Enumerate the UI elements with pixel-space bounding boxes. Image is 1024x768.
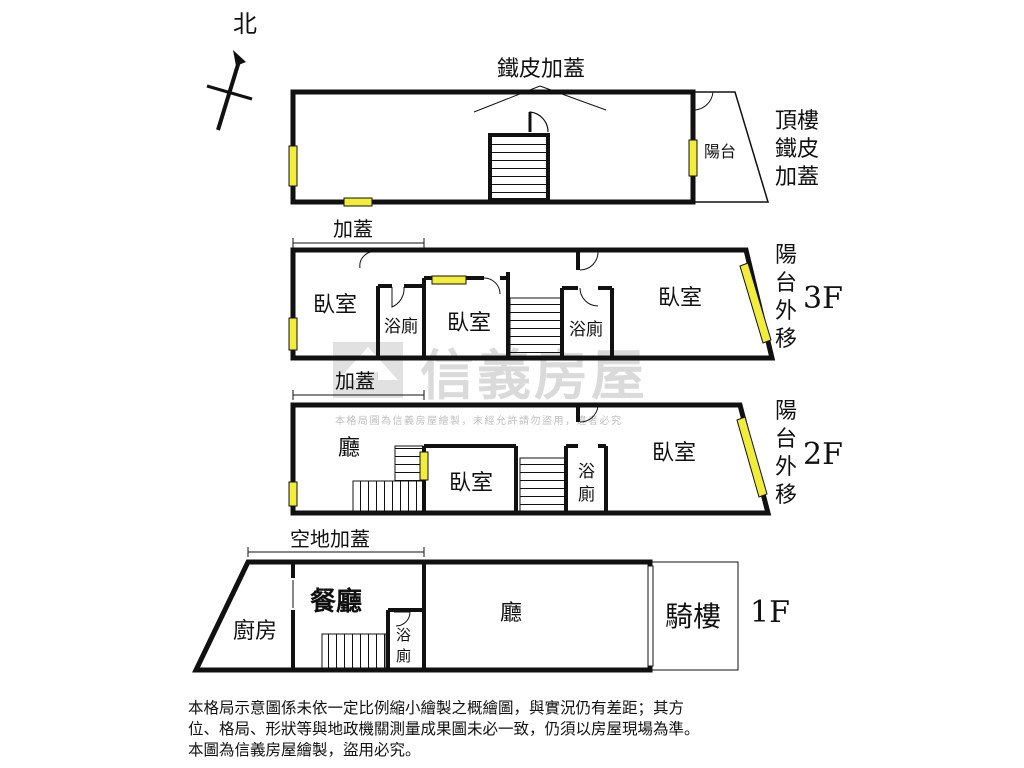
floor3-room-5: 臥室: [658, 286, 702, 311]
floor3-room-4: 浴廁: [569, 319, 603, 340]
footnote-line-3: 本圖為信義房屋繪製，盜用必究。: [188, 741, 421, 759]
floor3-window-left: [288, 317, 298, 351]
rooftop-side-label-2: 鐵皮: [775, 137, 819, 162]
floor1-room-bath-2: 廁: [396, 647, 411, 665]
floor3-room-1: 臥室: [313, 293, 357, 318]
floor3-balcony-note-4: 移: [775, 327, 797, 352]
floor2-balcony-note-4: 移: [775, 483, 797, 508]
watermark-notice: 本格局圖為信義房屋繪製，未經允許請勿盜用，違者必究: [335, 414, 623, 427]
rooftop-side-label-3: 加蓋: [775, 165, 819, 190]
floor1-room-arcade: 騎樓: [665, 600, 721, 633]
floor2-room-bath-2: 廁: [578, 484, 595, 505]
floor3-floor-label: 3F: [803, 281, 843, 316]
rooftop-top-label: 鐵皮加蓋: [497, 57, 585, 82]
floor2-balcony-note-2: 台: [775, 427, 797, 452]
rooftop-window-bottom: [343, 197, 373, 207]
floor3-balcony-note-3: 外: [775, 299, 797, 324]
watermark: 信義房屋 本格局圖為信義房屋繪製，未經允許請勿盜用，違者必究: [333, 342, 645, 427]
floor3-balcony-note-1: 陽: [775, 243, 797, 268]
floor-2f: 加蓋 廳 臥室 浴 廁 臥室 陽 台 外 移 2F: [288, 369, 843, 516]
floor1-room-hall: 廳: [500, 601, 522, 626]
footnote-line-1: 本格局示意圖係未依一定比例縮小繪製之概繪圖，與實況仍有差距；其方: [188, 699, 685, 717]
floor2-window-left: [288, 481, 298, 507]
floor2-balcony-note-1: 陽: [775, 399, 797, 424]
floor2-window-right: [736, 416, 768, 498]
floor2-room-bed1: 臥室: [449, 471, 493, 496]
floor3-stairs: [509, 297, 563, 357]
floor3-window-top: [431, 275, 467, 285]
floor3-window-right: [739, 262, 772, 344]
floor1-window-arcade: [647, 565, 654, 667]
floor2-stairs-main: [519, 457, 567, 512]
floor2-stairs-hall-lower: [352, 480, 424, 512]
north-label: 北: [233, 10, 257, 38]
floor1-room-dining: 餐廳: [310, 586, 362, 617]
floor-3f: 加蓋 臥室 浴廁 臥室 浴廁 臥室 陽 台 外 移 3F: [288, 217, 843, 361]
floor2-stairs-hall-upper: [394, 445, 424, 482]
floor2-room-bed2: 臥室: [652, 441, 696, 466]
rooftop-window-right: [688, 139, 698, 177]
floor1-room-bath-1: 浴: [396, 626, 411, 644]
compass: 北: [206, 10, 257, 131]
floor1-stairs: [321, 633, 387, 669]
floor3-balcony-note-2: 台: [775, 271, 797, 296]
disclaimer-footnote: 本格局示意圖係未依一定比例縮小繪製之概繪圖，與實況仍有差距；其方 位、格局、形狀…: [188, 698, 848, 761]
floor3-room-3: 臥室: [447, 311, 491, 336]
floor2-extension-label: 加蓋: [335, 369, 375, 393]
floor1-floor-label: 1F: [750, 595, 790, 630]
floor2-window-mid: [419, 451, 429, 481]
floor3-room-2: 浴廁: [384, 316, 418, 337]
rooftop-side-label-1: 頂樓: [775, 109, 819, 134]
floor2-room-bath-1: 浴: [578, 462, 595, 482]
rooftop-balcony-label: 陽台: [704, 142, 736, 161]
floor2-room-hall: 廳: [338, 436, 360, 461]
floor2-balcony-note-3: 外: [775, 455, 797, 480]
floor1-extension-label: 空地加蓋: [290, 527, 370, 551]
rooftop-window-left: [288, 145, 298, 187]
rooftop-stairs: [488, 133, 550, 202]
floor2-floor-label: 2F: [803, 437, 843, 472]
footnote-line-2: 位、格局、形狀等與地政機關測量成果圖未必一致，仍須以房屋現場為準。: [188, 720, 700, 738]
watermark-logo-icon: [333, 342, 403, 398]
floor3-extension-label: 加蓋: [333, 217, 373, 241]
rooftop-floor: 鐵皮加蓋 陽台 頂樓 鐵皮 加蓋: [288, 57, 819, 207]
floor-1f: 空地加蓋 廚房 餐廳 浴 廁 廳 騎樓 1F: [192, 527, 790, 673]
floor1-room-kitchen: 廚房: [233, 619, 277, 644]
